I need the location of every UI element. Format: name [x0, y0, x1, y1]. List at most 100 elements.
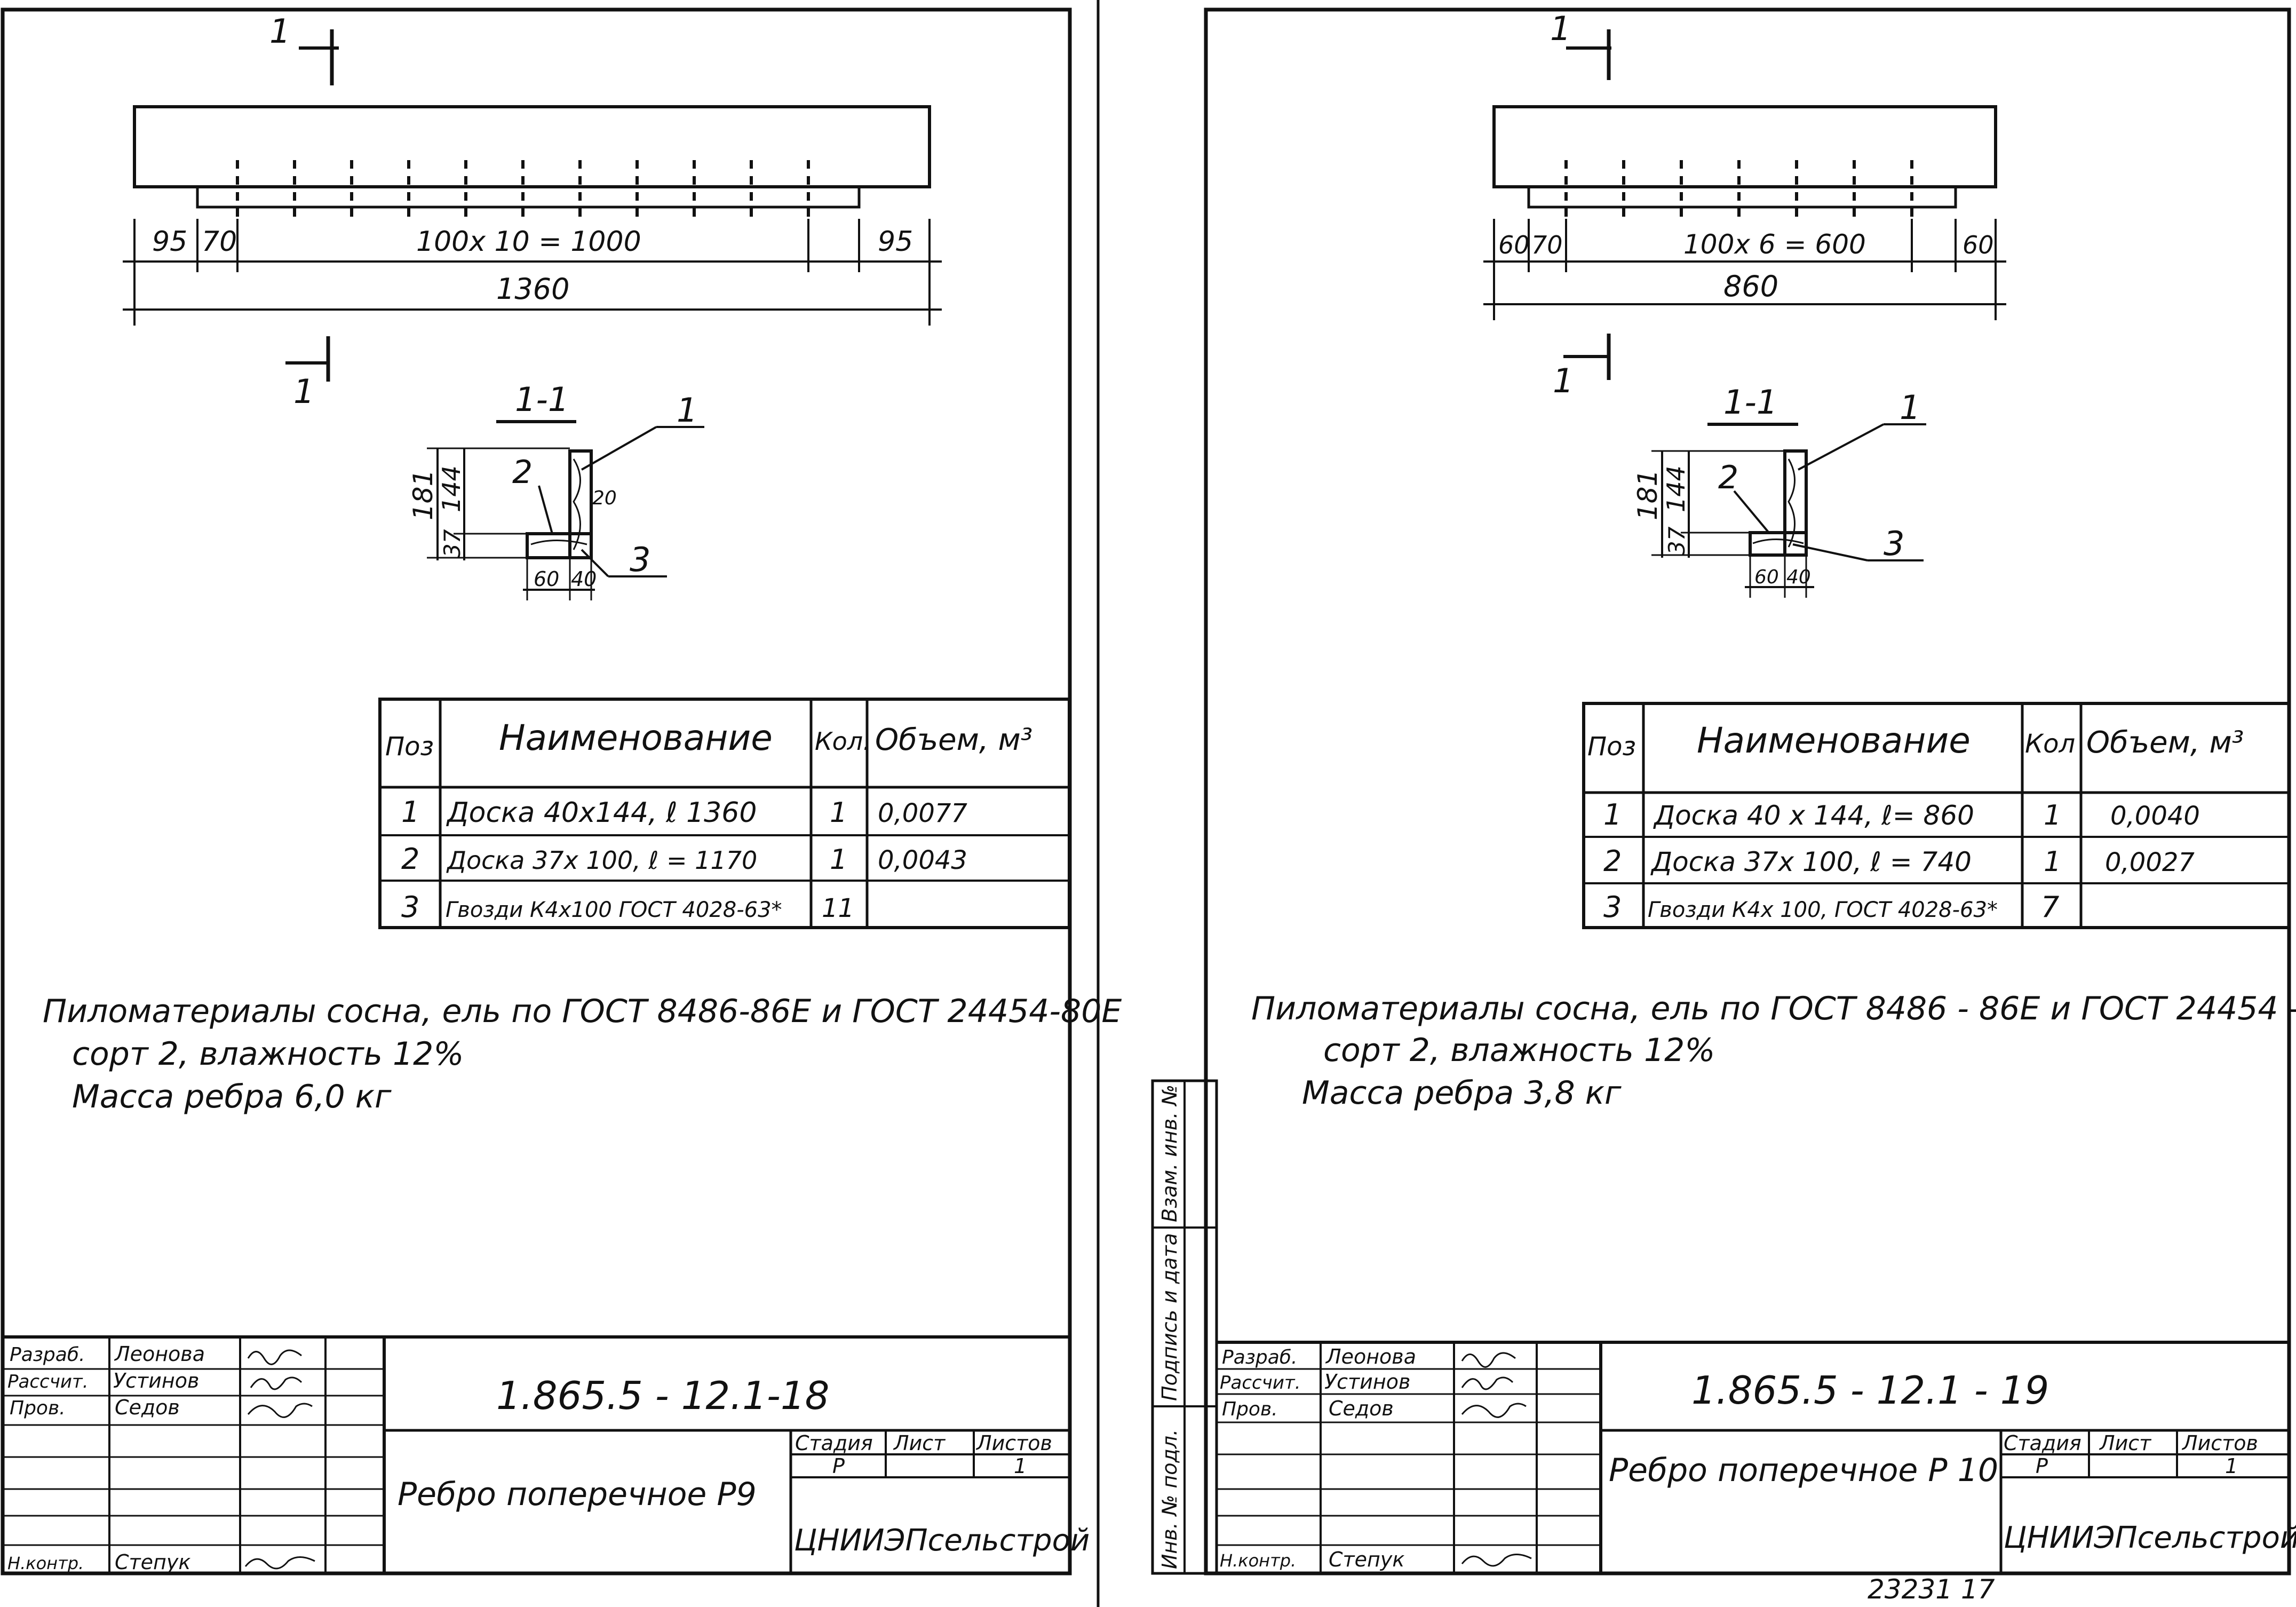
table-header-volume: Объем, м³	[875, 723, 1032, 757]
role-label: Пров.	[10, 1397, 66, 1419]
dim-width-b: 40	[571, 567, 597, 591]
stage-value: Р	[832, 1454, 845, 1478]
person-name: Степук	[1329, 1548, 1404, 1571]
role-label: Пров.	[1222, 1398, 1278, 1420]
svg-text:11: 11	[822, 893, 854, 923]
drawing-title: Ребро поперечное Р9	[398, 1476, 757, 1513]
table-row: 3 Гвозди К4х 100, ГОСТ 4028-63* 7	[1603, 890, 2059, 924]
dimension-chain: 95 70 100х 10 = 1000 95	[123, 219, 942, 326]
title-block: Разраб. Рассчит. Пров. Н.контр. Леонова …	[3, 1335, 1090, 1574]
dim-first-gap: 70	[1531, 231, 1563, 259]
svg-text:0,0040: 0,0040	[2110, 801, 2200, 831]
svg-text:7: 7	[2041, 890, 2059, 924]
section-title: 1-1	[515, 380, 569, 419]
sheet-label: Лист	[2099, 1431, 2152, 1455]
person-name: Седов	[115, 1396, 180, 1419]
svg-text:Гвозди К4х100 ГОСТ 4028-63*: Гвозди К4х100 ГОСТ 4028-63*	[446, 898, 782, 922]
section-number: 1	[293, 372, 314, 411]
dimension-chain: 60 70 100х 6 = 600 60	[1483, 219, 2006, 320]
dim-height-small: 37	[439, 529, 465, 558]
notes: Пиломатериалы сосна, ель по ГОСТ 8486 - …	[1251, 990, 2296, 1112]
role-label: Н.контр.	[7, 1553, 84, 1573]
table-header-qty: Кол.	[815, 727, 871, 756]
sheets-value: 1	[1014, 1454, 1027, 1478]
svg-text:2: 2	[1603, 844, 1622, 878]
svg-text:1: 1	[830, 797, 847, 829]
callout-3: 3	[1884, 524, 1904, 563]
dim-total-length: 1360	[496, 272, 569, 306]
dim-left-overhang: 60	[1498, 231, 1530, 259]
table-row: 2 Доска 37х 100, ℓ = 740 1 0,0027	[1603, 844, 2195, 878]
table-header-qty: Кол	[2025, 729, 2075, 759]
role-label: Рассчит.	[7, 1371, 89, 1392]
svg-text:3: 3	[1603, 890, 1622, 924]
table-row: 1 Доска 40 х 144, ℓ= 860 1 0,0040	[1603, 798, 2200, 832]
nail-marks	[236, 160, 810, 219]
dimension-total: 1360	[123, 272, 942, 311]
note-line: Масса ребра 3,8 кг	[1302, 1074, 1622, 1112]
section-mark-top: 1	[1550, 9, 1611, 80]
margin-label: Инв. № подл.	[1158, 1429, 1181, 1569]
table-header-name: Наименование	[1697, 720, 1971, 761]
signature	[1461, 1352, 1532, 1567]
cross-section: 1-1 181 144 37 60 40 20	[408, 380, 704, 600]
dim-width-b: 40	[1786, 566, 1811, 588]
margin-label: Подпись и дата	[1158, 1233, 1181, 1401]
margin-label: Взам. инв. №	[1158, 1084, 1181, 1222]
signature	[244, 1349, 315, 1570]
person-name: Седов	[1329, 1397, 1394, 1420]
table-header-volume: Объем, м³	[2086, 725, 2244, 760]
section-number: 1	[1550, 9, 1571, 48]
note-line: сорт 2, влажность 12%	[72, 1035, 464, 1073]
table-header-pos: Поз	[385, 732, 434, 762]
sheet-label: Лист	[893, 1431, 946, 1455]
dim-nail-spacing: 100х 6 = 600	[1683, 229, 1866, 260]
svg-text:Гвозди К4х 100, ГОСТ 4028-63*: Гвозди К4х 100, ГОСТ 4028-63*	[1648, 898, 1998, 922]
stage-label: Стадия	[795, 1431, 873, 1455]
title-block: Разраб. Рассчит. Пров. Н.контр. Леонова …	[1217, 1341, 2296, 1573]
svg-text:1: 1	[401, 795, 419, 829]
dim-left-overhang: 95	[152, 226, 187, 258]
svg-text:0,0027: 0,0027	[2105, 848, 2195, 877]
nail-marks	[1564, 160, 1913, 219]
table-row: 3 Гвозди К4х100 ГОСТ 4028-63* 11	[401, 890, 854, 924]
board-top	[133, 105, 931, 188]
table-row: 1 Доска 40х144, ℓ 1360 1 0,0077	[401, 795, 967, 829]
note-line: Масса ребра 6,0 кг	[72, 1078, 392, 1115]
dim-height-board: 144	[1662, 465, 1690, 512]
person-name: Степук	[115, 1550, 190, 1574]
board-bottom	[196, 185, 861, 209]
svg-text:Доска 37х 100, ℓ = 1170: Доска 37х 100, ℓ = 1170	[446, 846, 757, 875]
callout-3: 3	[630, 540, 650, 579]
dim-width-a: 60	[534, 567, 559, 591]
svg-text:1: 1	[830, 844, 847, 876]
sheets-label: Листов	[975, 1431, 1052, 1455]
person-name: Леонова	[1325, 1345, 1416, 1368]
section-mark-bottom: 1	[285, 336, 330, 411]
svg-text:Доска 37х 100, ℓ = 740: Доска 37х 100, ℓ = 740	[1650, 846, 1972, 877]
section-board-horizontal	[526, 532, 593, 559]
cross-section: 1-1 181 144 37 60 40 1 2	[1632, 383, 1926, 598]
dim-thickness: 20	[592, 487, 617, 509]
svg-text:2: 2	[401, 842, 419, 876]
board-top	[1492, 105, 1997, 188]
svg-text:0,0077: 0,0077	[878, 798, 967, 828]
spec-table: Поз Наименование Кол Объем, м³ 1 Доска 4…	[1582, 702, 2291, 929]
margin-strip: Инв. № подл. Подпись и дата Взам. инв. №	[1151, 1079, 1218, 1575]
dim-height-total: 181	[1632, 470, 1663, 520]
person-name: Устинов	[1324, 1370, 1410, 1394]
organization: ЦНИИЭПсельстрой	[2004, 1521, 2296, 1555]
role-label: Разраб.	[1222, 1347, 1297, 1368]
dimension-total: 860	[1483, 270, 2006, 305]
elevation-view: 95 70 100х 10 = 1000 95 1360	[123, 105, 942, 326]
footer-number: 23231 17	[1868, 1574, 1995, 1605]
table-header-pos: Поз	[1587, 732, 1636, 762]
role-label: Разраб.	[10, 1344, 85, 1366]
dim-total-length: 860	[1723, 270, 1778, 303]
section-board-horizontal	[1749, 531, 1808, 557]
dim-height-total: 181	[408, 470, 439, 520]
svg-text:Доска 40х144, ℓ 1360: Доска 40х144, ℓ 1360	[446, 797, 757, 829]
notes: Пиломатериалы сосна, ель по ГОСТ 8486-86…	[43, 993, 1122, 1115]
section-mark-bottom: 1	[1553, 334, 1611, 400]
